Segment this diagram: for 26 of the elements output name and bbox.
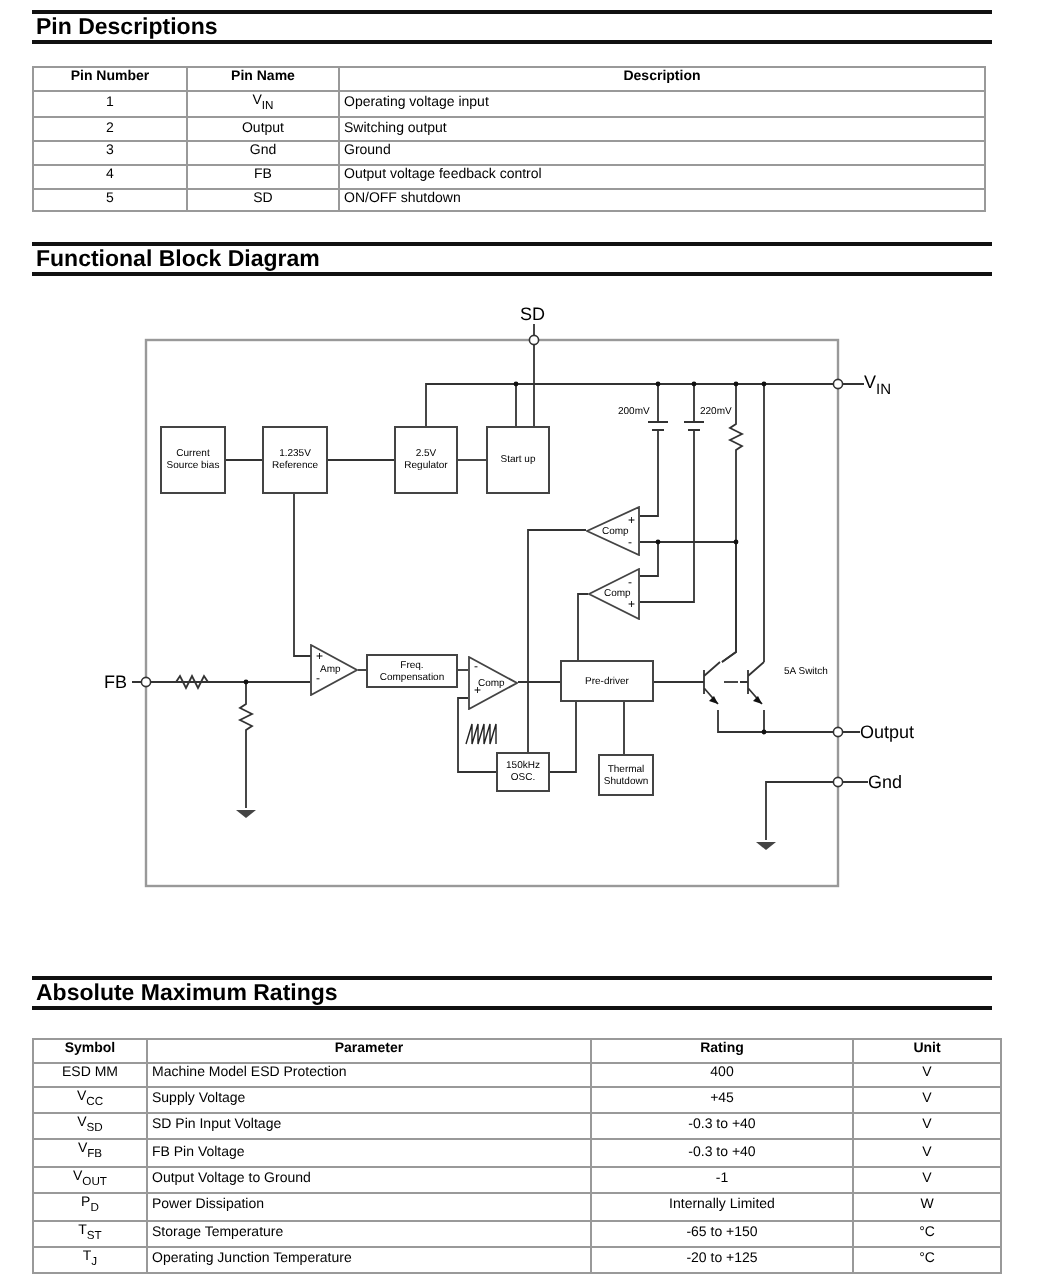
wire — [723, 681, 739, 683]
wire — [457, 459, 487, 461]
wire — [293, 493, 313, 657]
pin-label: FB — [104, 670, 128, 694]
pin-label: SD — [520, 302, 546, 326]
wire — [457, 669, 469, 671]
wire — [457, 697, 497, 773]
pin-label: Output — [860, 720, 915, 744]
wire — [533, 323, 535, 427]
wire — [517, 681, 561, 683]
pin-label: Gnd — [868, 770, 903, 794]
wire — [527, 529, 587, 753]
wire — [653, 681, 697, 683]
section-heading: Absolute Maximum Ratings — [36, 980, 338, 1008]
wire — [639, 541, 737, 663]
section-heading: Pin Descriptions — [36, 14, 218, 42]
wire — [765, 781, 869, 841]
wire — [225, 459, 263, 461]
wire — [549, 701, 577, 773]
wire — [327, 459, 395, 461]
wire — [577, 593, 589, 661]
wire — [623, 701, 625, 755]
section-heading: Functional Block Diagram — [36, 246, 320, 274]
pin-label: V$_{IN}$ — [864, 370, 892, 402]
wire — [639, 541, 659, 577]
wire — [357, 669, 367, 671]
